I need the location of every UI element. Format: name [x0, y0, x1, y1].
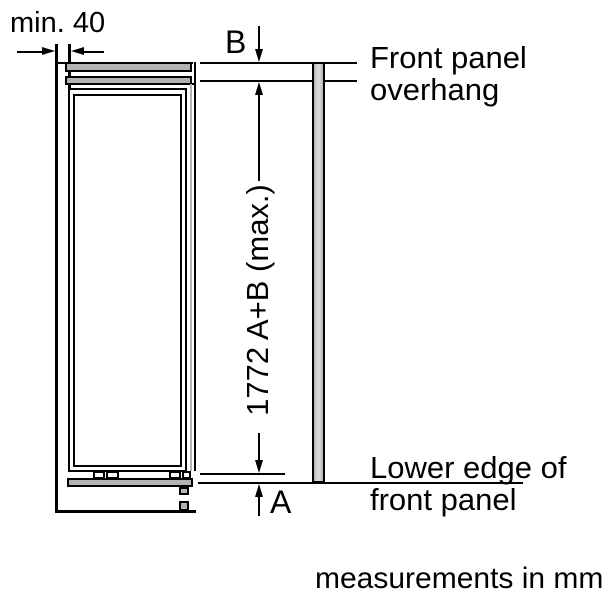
- height-dim-label: 1772 A+B (max.): [240, 184, 275, 416]
- side-clearance-label: min. 40: [10, 7, 106, 39]
- panel-bottom-ref-line: [198, 481, 523, 484]
- cabinet-side-strip: [189, 84, 192, 471]
- top-rail-upper: [65, 62, 192, 72]
- plinth-block-upper: [179, 486, 189, 495]
- dim-a-arrow-head: [254, 484, 263, 497]
- top-rail-lower: [65, 76, 192, 85]
- door-foot-3: [169, 471, 181, 479]
- height-dim-lower-line: [258, 433, 261, 460]
- lower-edge-callout-line1: Lower edge of: [370, 450, 567, 485]
- dim-b-arrow-head: [254, 48, 263, 62]
- lower-edge-callout: Lower edge of front panel: [370, 452, 566, 516]
- side-clearance-arrow-right-shaft: [83, 50, 104, 53]
- appliance-door-inner: [73, 93, 182, 467]
- dim-a-label: A: [270, 484, 292, 520]
- front-panel: [312, 61, 325, 483]
- cabinet-bottom-line: [55, 509, 196, 513]
- dim-a-arrow-shaft: [258, 496, 261, 516]
- cabinet-side-top-line: [185, 82, 196, 85]
- lower-edge-callout-line2: front panel: [370, 482, 517, 517]
- dim-b-arrow-shaft: [258, 26, 261, 50]
- cabinet-side-line: [193, 62, 196, 471]
- door-foot-4: [182, 471, 191, 479]
- door-foot-1: [93, 471, 105, 479]
- plinth-rail: [67, 478, 193, 487]
- units-note: measurements in mm: [315, 562, 604, 595]
- front-panel-overhang-callout: Front panel overhang: [370, 42, 527, 106]
- overhang-ref-line: [200, 79, 357, 82]
- front-panel-overhang-callout-line1: Front panel: [370, 40, 527, 75]
- front-panel-top-ref-line: [200, 61, 357, 64]
- height-dim-bottom-arrow-head: [254, 459, 263, 473]
- wall-left-line: [55, 44, 58, 512]
- side-clearance-arrow-right-head: [70, 47, 84, 56]
- door-foot-2: [106, 471, 119, 479]
- height-dim-top-arrow-head: [254, 81, 263, 95]
- front-panel-overhang-callout-line2: overhang: [370, 72, 500, 107]
- side-clearance-arrow-left-head: [42, 47, 55, 56]
- dim-b-label: B: [225, 24, 247, 60]
- side-clearance-arrow-left-shaft: [17, 50, 43, 53]
- height-dim-upper-line: [258, 93, 261, 181]
- niche-bottom-ref-line: [200, 473, 285, 476]
